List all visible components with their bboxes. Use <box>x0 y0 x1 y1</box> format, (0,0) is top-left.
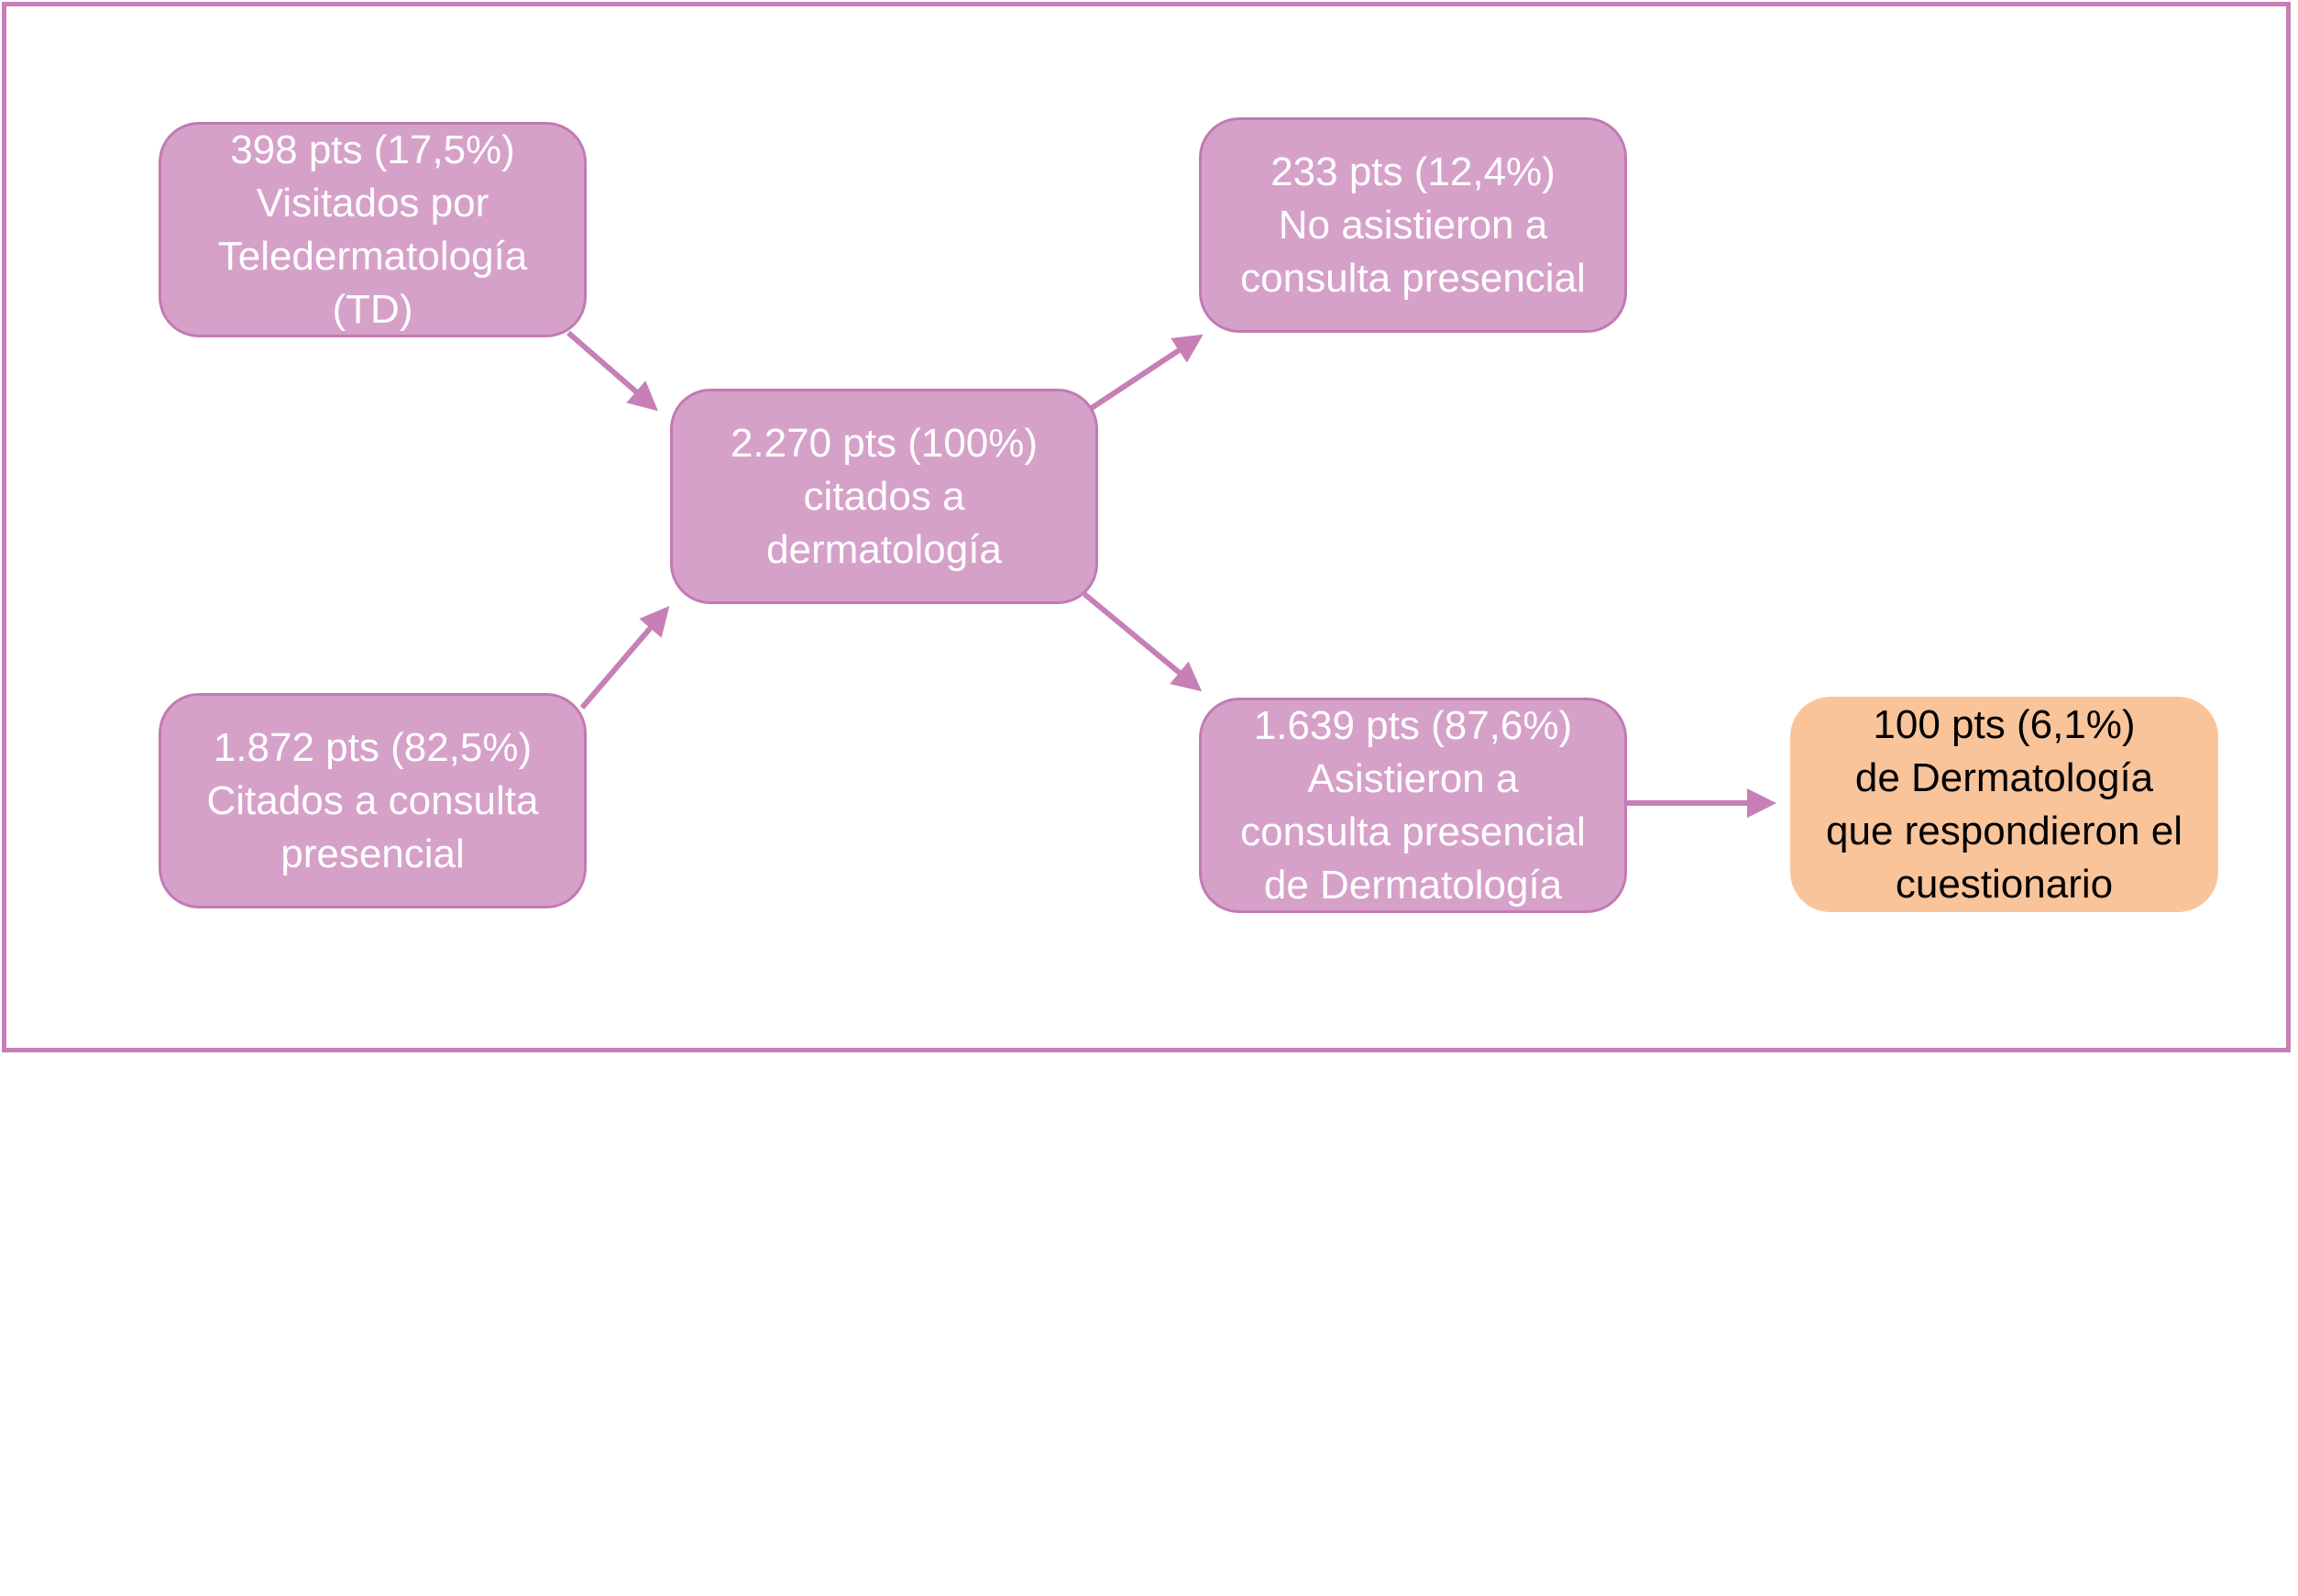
arrow-td-to-total <box>566 330 658 412</box>
node-line: Asistieron a <box>1307 755 1519 801</box>
node-no-asistieron: 233 pts (12,4%) No asistieron a consulta… <box>1199 117 1627 333</box>
arrow-presencial-to-total <box>579 606 670 710</box>
node-line: No asistieron a <box>1278 202 1548 248</box>
node-line: 2.270 pts (100%) <box>730 420 1039 466</box>
node-line: consulta presencial <box>1240 809 1586 854</box>
node-line: Teledermatología <box>217 233 528 279</box>
node-line: 100 pts (6,1%) <box>1873 701 2136 747</box>
arrow-total-to-asistieron <box>1083 591 1203 692</box>
node-line: de Dermatología <box>1263 862 1563 908</box>
node-total: 2.270 pts (100%) citados a dermatología <box>670 389 1098 604</box>
node-consulta-presencial: 1.872 pts (82,5%) Citados a consulta pre… <box>159 693 587 908</box>
node-asistieron: 1.639 pts (87,6%) Asistieron a consulta … <box>1199 698 1627 913</box>
node-line: presencial <box>280 831 465 876</box>
node-line: 233 pts (12,4%) <box>1270 149 1556 194</box>
node-line: Visitados por <box>256 180 489 226</box>
arrow-total-to-no-asistieron <box>1090 334 1204 411</box>
node-line: 398 pts (17,5%) <box>230 127 515 172</box>
node-line: de Dermatología <box>1854 754 2154 800</box>
diagram-frame <box>2 2 2291 1052</box>
node-line: 1.639 pts (87,6%) <box>1253 702 1573 748</box>
node-line: que respondieron el <box>1826 808 2183 853</box>
node-line: (TD) <box>332 286 413 332</box>
node-line: consulta presencial <box>1240 255 1586 301</box>
node-line: citados a <box>803 473 965 519</box>
node-line: Citados a consulta <box>206 777 539 823</box>
node-line: 1.872 pts (82,5%) <box>213 724 533 770</box>
node-respondieron: 100 pts (6,1%) de Dermatología que respo… <box>1790 697 2218 912</box>
node-teledermatologia: 398 pts (17,5%) Visitados por Teledermat… <box>159 122 587 337</box>
node-line: cuestionario <box>1895 861 2114 907</box>
node-line: dermatología <box>766 526 1002 572</box>
